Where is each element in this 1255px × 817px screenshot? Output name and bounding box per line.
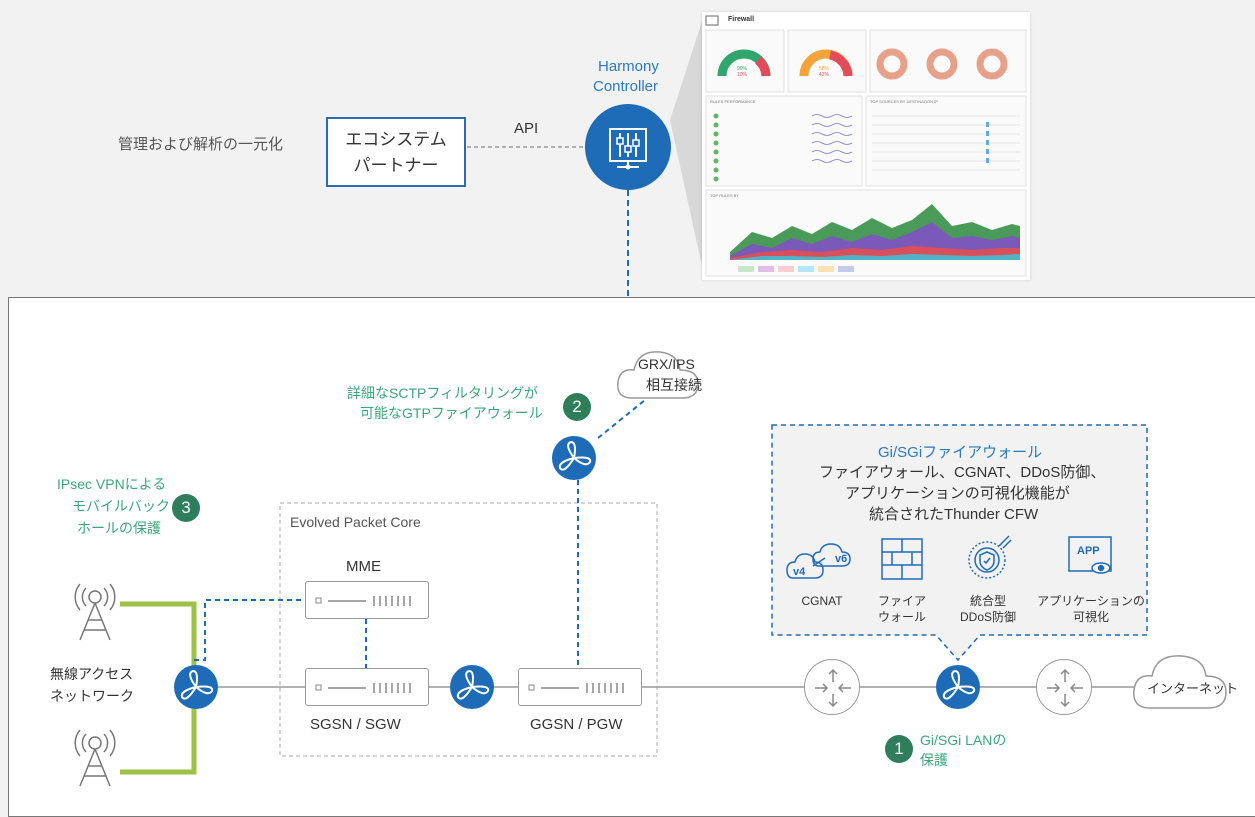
- app-tag: APP: [1077, 545, 1100, 557]
- router-arrows-icon: [815, 668, 851, 708]
- label1-line2: 保護: [920, 752, 948, 768]
- harmony-line2: Controller: [593, 78, 659, 95]
- ran-line2: ネットワーク: [50, 688, 134, 704]
- router-arrows-icon: [1047, 668, 1083, 708]
- management-label: 管理および解析の一元化: [118, 136, 284, 153]
- badge-2: 2: [563, 393, 591, 421]
- badge-3: 3: [172, 494, 200, 522]
- firewall-label2: ウォール: [877, 610, 926, 624]
- ecosystem-partner-box: エコシステム パートナー: [326, 117, 466, 187]
- rules-hit-title: TOP RULES BY: [710, 193, 739, 198]
- epc-title: Evolved Packet Core: [290, 514, 421, 530]
- api-label: API: [514, 120, 539, 137]
- ecosystem-line2: パートナー: [353, 156, 439, 175]
- gi-line2: アプリケーションの可視化機能が: [845, 485, 1070, 502]
- server-icon: [315, 683, 411, 693]
- gauge-mid-value1: 58%: [819, 66, 830, 72]
- server-icon: [315, 596, 411, 606]
- firewall-brick-icon: [881, 538, 923, 580]
- sgsn-device[interactable]: [305, 668, 429, 706]
- dashboard-screenshot: Firewall: [702, 12, 1030, 280]
- ggsn-label: GGSN / PGW: [530, 716, 623, 733]
- dashboard-graphics: [705, 15, 1027, 277]
- grx-line1: GRX/IPS: [638, 356, 695, 372]
- cgnat-v4: v4: [793, 566, 806, 578]
- ddos-label2: DDoS防御: [959, 610, 1016, 624]
- mme-device[interactable]: [305, 581, 429, 619]
- internet-label: インターネット: [1147, 681, 1239, 696]
- app-label1: アプリケーションの: [1037, 594, 1145, 608]
- server-icon: [528, 683, 624, 693]
- gi-line3: 統合されたThunder CFW: [869, 506, 1039, 523]
- label2-line2: 可能なGTPファイアウォール: [360, 405, 543, 421]
- harmony-controller-icon[interactable]: [585, 104, 671, 190]
- gauge-left-value2: 10%: [737, 72, 748, 78]
- thunder-node-gtp[interactable]: [552, 436, 596, 480]
- thunder-icon: [942, 669, 976, 700]
- thunder-node-ran[interactable]: [174, 665, 218, 709]
- label2-line1: 詳細なSCTPフィルタリングが: [347, 385, 539, 401]
- thunder-node-gi[interactable]: [936, 665, 980, 709]
- thunder-icon: [456, 669, 490, 700]
- thunder-icon: [558, 440, 592, 471]
- controller-sliders-icon: [609, 128, 647, 170]
- label3-line3: ホールの保護: [77, 520, 161, 536]
- ran-line1: 無線アクセス: [50, 666, 134, 682]
- grx-line2: 相互接続: [646, 377, 702, 393]
- gauge-left-value1: 90%: [737, 66, 748, 72]
- app-visibility-icon: [1068, 536, 1112, 574]
- cgnat-cloud-icon: [786, 543, 851, 579]
- firewall-label1: ファイア: [877, 594, 926, 608]
- sgsn-label: SGSN / SGW: [310, 716, 401, 733]
- ddos-shield-icon: [968, 535, 1012, 579]
- top-sources-title: TOP SOURCES BY DESTINATION IP: [870, 99, 938, 104]
- app-label2: 可視化: [1072, 610, 1109, 624]
- gi-line1: ファイアウォール、CGNAT、DDoS防御、: [819, 464, 1106, 481]
- dashboard-title: Firewall: [728, 16, 755, 23]
- mme-label: MME: [346, 558, 381, 575]
- cgnat-v6: v6: [835, 553, 848, 565]
- harmony-line1: Harmony: [598, 58, 659, 75]
- label3-line2: モバイルバック: [72, 498, 170, 514]
- router-left[interactable]: [804, 659, 860, 715]
- router-right[interactable]: [1036, 659, 1092, 715]
- rules-section-title: RULES PERFORMANCE: [710, 99, 756, 104]
- thunder-icon: [180, 669, 214, 700]
- gauge-mid-value2: 42%: [819, 72, 830, 78]
- badge-1: 1: [885, 735, 913, 763]
- gi-title: Gi/SGiファイアウォール: [878, 444, 1043, 461]
- cgnat-label: CGNAT: [801, 594, 843, 608]
- ggsn-device[interactable]: [518, 668, 642, 706]
- label3-line1: IPsec VPNによる: [57, 476, 167, 492]
- ecosystem-line1: エコシステム: [345, 130, 447, 149]
- label1-line1: Gi/SGi LANの: [920, 732, 1007, 748]
- ddos-label1: 統合型: [969, 594, 1006, 608]
- thunder-node-epc[interactable]: [450, 665, 494, 709]
